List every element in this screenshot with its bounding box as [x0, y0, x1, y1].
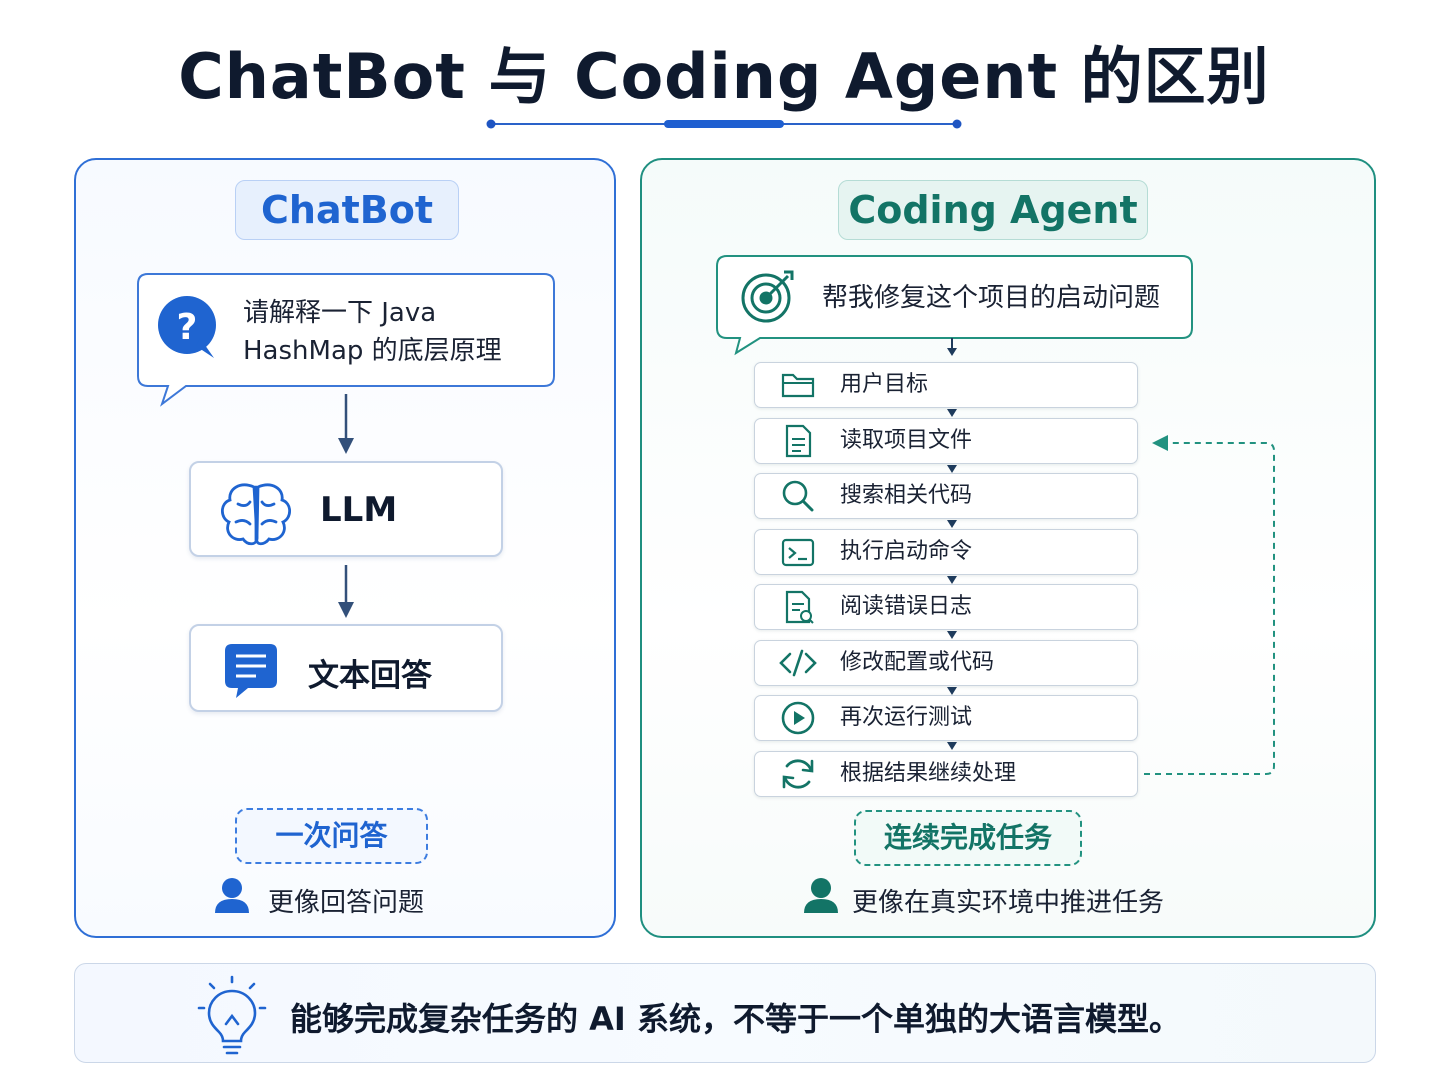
step-arrow [947, 687, 957, 695]
agent-step-label: 读取项目文件 [840, 428, 973, 453]
lightbulb-icon [197, 975, 267, 1055]
text-answer-label: 文本回答 [308, 658, 432, 694]
step-arrow [947, 520, 957, 528]
coding-agent-header: Coding Agent [838, 180, 1148, 240]
single-qa-tag: 一次问答 [235, 808, 428, 864]
agent-step-label: 根据结果继续处理 [840, 761, 1017, 786]
page-title: ChatBot 与 Coding Agent 的区别 [178, 40, 1270, 113]
agent-step [754, 695, 1138, 741]
loop-back-arrow [1144, 442, 1275, 775]
user-goal-request: 帮我修复这个项目的启动问题 [822, 283, 1161, 313]
user-icon [215, 878, 249, 913]
agent-step [754, 529, 1138, 575]
question-bubble [137, 273, 555, 407]
target-icon [741, 270, 794, 323]
agent-step [754, 418, 1138, 464]
llm-node [189, 461, 503, 557]
loop-back-arrowhead [1152, 435, 1168, 451]
step-arrow [947, 742, 957, 750]
agent-step [754, 362, 1138, 408]
continuous-task-tag: 连续完成任务 [854, 810, 1082, 866]
user-question-line-1: 请解释一下 Java [243, 298, 437, 328]
agent-step-label: 再次运行测试 [840, 705, 973, 730]
user-icon [804, 878, 838, 913]
agent-step-label: 用户目标 [840, 372, 929, 397]
question-bubble-icon: ? [158, 296, 216, 358]
code-icon [779, 649, 817, 677]
agent-step [754, 640, 1138, 686]
agent-summary: 更像在真实环境中推进任务 [852, 888, 1165, 918]
agent-step-label: 执行启动命令 [840, 539, 973, 564]
goal-bubble [716, 255, 1193, 356]
play-icon [781, 701, 815, 735]
chat-message-icon [225, 644, 277, 698]
title-divider [486, 119, 962, 129]
user-question-line-2: HashMap 的底层原理 [243, 336, 502, 366]
agent-step-label: 修改配置或代码 [840, 650, 995, 675]
document-icon [785, 424, 812, 458]
step-arrow [947, 576, 957, 584]
step-arrow [947, 409, 957, 417]
flow-arrow [338, 394, 354, 618]
agent-step [754, 751, 1138, 797]
chatbot-summary: 更像回答问题 [268, 888, 425, 918]
flow-arrow [947, 338, 957, 356]
search-icon [782, 480, 814, 512]
step-arrow [947, 465, 957, 473]
llm-label: LLM [320, 490, 398, 530]
refresh-icon [782, 759, 814, 789]
brain-icon [220, 483, 292, 546]
folder-icon [781, 373, 815, 398]
conclusion-text: 能够完成复杂任务的 AI 系统，不等于一个单独的大语言模型。 [290, 1000, 1181, 1038]
agent-step-label: 阅读错误日志 [840, 594, 973, 619]
chatbot-header: ChatBot [235, 180, 459, 240]
agent-step-label: 搜索相关代码 [840, 483, 973, 508]
step-arrow [947, 631, 957, 639]
agent-step [754, 584, 1138, 630]
svg-text:?: ? [177, 307, 198, 348]
log-file-icon [785, 590, 814, 624]
agent-step [754, 473, 1138, 519]
user-question: 请解释一下 Java HashMap 的底层原理 [243, 294, 533, 370]
terminal-icon [781, 538, 815, 567]
conclusion-banner [74, 963, 1376, 1063]
